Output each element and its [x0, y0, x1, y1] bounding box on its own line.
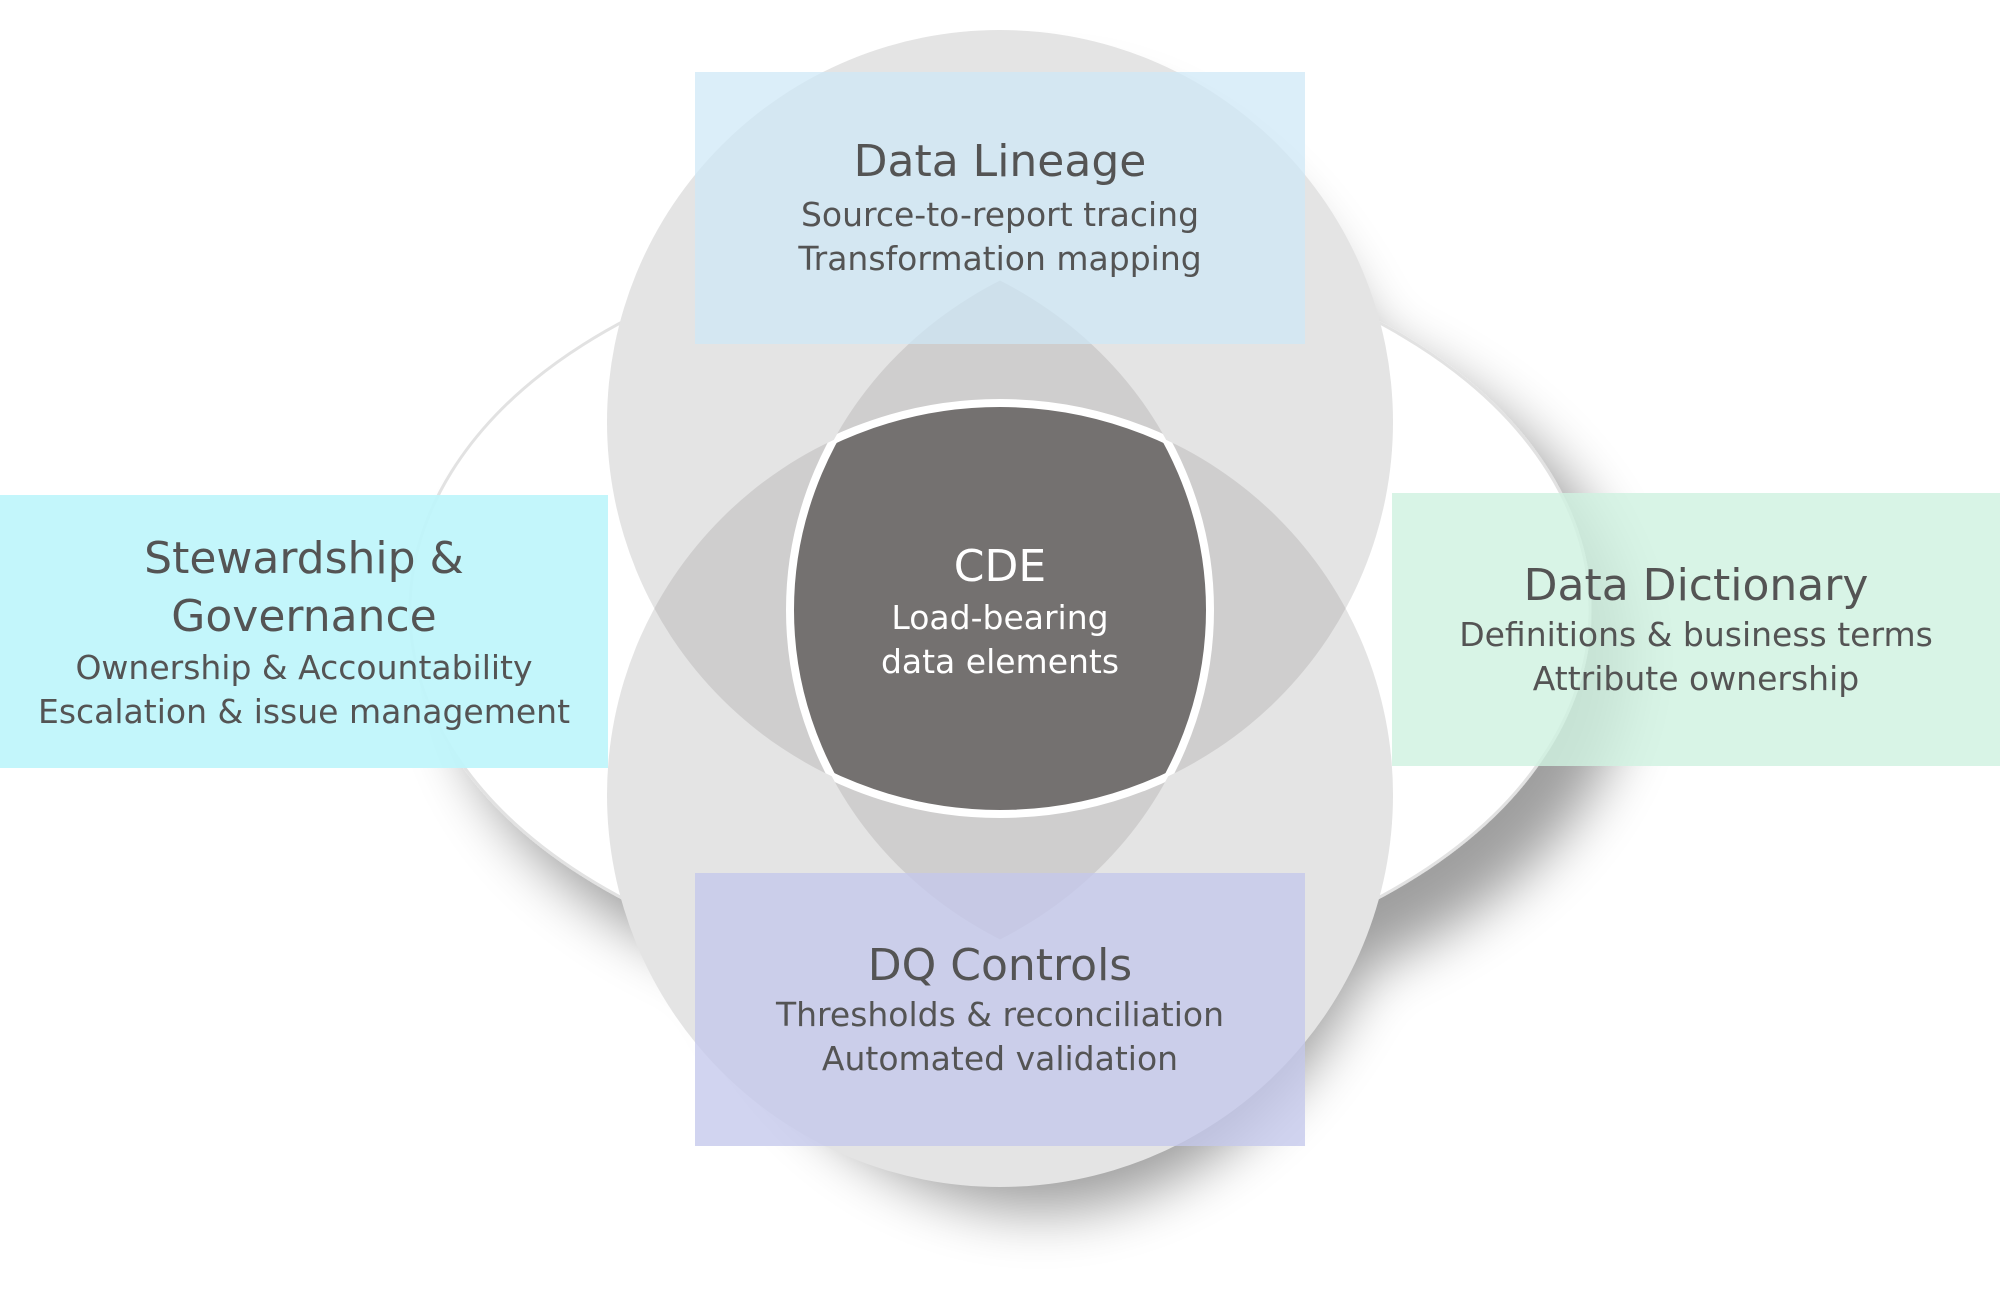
- petal-line: Ownership & Accountability: [75, 647, 533, 687]
- petal-box-stewardship-governance: Stewardship & Governance Ownership & Acc…: [0, 495, 608, 768]
- center-region-fill: [790, 403, 1210, 814]
- petal-box-data-lineage: Data Lineage Source-to-report tracing Tr…: [695, 72, 1305, 344]
- petal-line: Thresholds & reconciliation: [775, 994, 1224, 1034]
- petal-title: DQ Controls: [867, 939, 1133, 991]
- petal-title: Data Lineage: [853, 136, 1147, 187]
- petal-line: Transformation mapping: [798, 239, 1202, 278]
- petal-title-line-2: Governance: [171, 590, 437, 642]
- petal-title: Data Dictionary: [1523, 559, 1869, 611]
- petal-line: Attribute ownership: [1532, 658, 1860, 698]
- petal-line: Definitions & business terms: [1459, 614, 1933, 654]
- center-line-1: Load-bearing: [891, 598, 1109, 637]
- petal-line: Automated validation: [821, 1038, 1179, 1078]
- center-line-2: data elements: [880, 642, 1120, 681]
- petal-box-dq-controls: DQ Controls Thresholds & reconciliation …: [695, 873, 1305, 1146]
- petal-line: Escalation & issue management: [37, 691, 571, 731]
- petal-box-data-dictionary: Data Dictionary Definitions & business t…: [1392, 493, 2000, 766]
- petal-title-line-1: Stewardship &: [144, 532, 464, 584]
- center-title: CDE: [953, 541, 1047, 592]
- petal-line: Source-to-report tracing: [800, 195, 1200, 234]
- center-cde: CDE Load-bearing data elements: [820, 538, 1180, 684]
- center-border: [607, 235, 1393, 985]
